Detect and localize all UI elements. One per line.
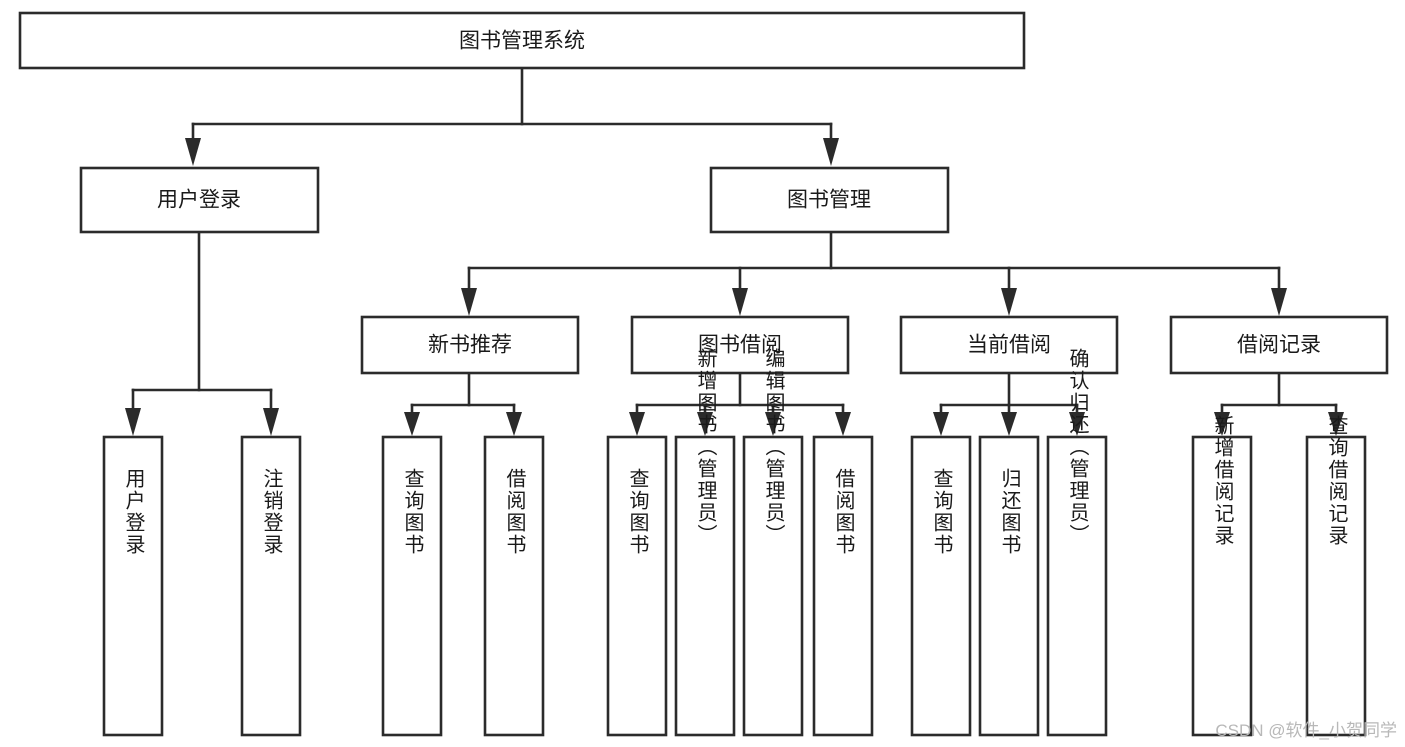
node-leaf-add-record-box[interactable] (1191, 435, 1253, 737)
node-leaf-query-record-label: 查询借阅记录 (1325, 415, 1348, 547)
edge-group-new-book-rec-leaves (404, 371, 522, 436)
node-leaf-add-book-label: 新增图书（管理员） (694, 348, 717, 546)
arrow-head-leaf-return-book (1001, 412, 1017, 436)
node-leaf-query-record[interactable]: 查询借阅记录 (1305, 415, 1367, 737)
node-leaf-edit-book-label: 编辑图书（管理员） (762, 348, 785, 546)
edge-group-current-borrow-leaves (933, 371, 1085, 436)
node-leaf-logout-box[interactable] (240, 435, 302, 737)
arrow-head-new-book-rec (461, 288, 477, 316)
arrow-head-leaf-add-record (1214, 412, 1230, 436)
node-leaf-query-book-1[interactable]: 查询图书 (381, 435, 443, 737)
node-user-login[interactable]: 用户登录 (79, 166, 320, 234)
arrow-head-leaf-logout (263, 408, 279, 436)
node-leaf-query-book-1-box[interactable] (381, 435, 443, 737)
edge-group-book-manage-to-level3 (461, 230, 1287, 316)
node-leaf-add-book-box[interactable] (674, 435, 736, 737)
node-leaf-query-book-3-label: 查询图书 (930, 468, 953, 556)
node-user-login-box[interactable] (79, 166, 320, 234)
edge-group-user-login-leaves (125, 230, 279, 436)
node-leaf-confirm-return-box[interactable] (1046, 435, 1108, 737)
node-leaf-edit-book-box[interactable] (742, 435, 804, 737)
arrow-head-leaf-query-record (1328, 412, 1344, 436)
arrow-head-book-manage (823, 138, 839, 166)
csdn-watermark: CSDN @软件_小贺同学 (1215, 721, 1397, 740)
arrow-head-leaf-query-book-1 (404, 412, 420, 436)
arrow-head-leaf-add-book (697, 412, 713, 436)
node-leaf-user-login[interactable]: 用户登录 (102, 435, 164, 737)
node-leaf-query-book-3[interactable]: 查询图书 (910, 435, 972, 737)
node-leaf-user-login-box[interactable] (102, 435, 164, 737)
node-borrow-record-box[interactable] (1169, 315, 1389, 375)
arrow-head-leaf-query-book-3 (933, 412, 949, 436)
arrow-head-leaf-borrow-book-1 (506, 412, 522, 436)
node-book-manage-label: 图书管理 (787, 189, 871, 212)
node-leaf-return-book[interactable]: 归还图书 (978, 435, 1040, 737)
node-borrow-record-label: 借阅记录 (1237, 334, 1321, 357)
arrow-head-current-borrow (1001, 288, 1017, 316)
node-new-book-rec-label: 新书推荐 (428, 334, 512, 357)
node-leaf-borrow-book-2[interactable]: 借阅图书 (812, 435, 874, 737)
node-leaf-borrow-book-2-label: 借阅图书 (832, 468, 855, 556)
node-book-borrow-label: 图书借阅 (698, 334, 782, 357)
node-leaf-return-book-label: 归还图书 (998, 468, 1021, 556)
edge-group-borrow-record-leaves (1214, 371, 1344, 436)
node-leaf-query-book-1-label: 查询图书 (401, 468, 424, 556)
arrow-head-user-login (185, 138, 201, 166)
node-leaf-query-book-3-box[interactable] (910, 435, 972, 737)
node-leaf-return-book-box[interactable] (978, 435, 1040, 737)
node-current-borrow[interactable]: 当前借阅 (899, 315, 1119, 375)
node-current-borrow-box[interactable] (899, 315, 1119, 375)
arrow-head-book-borrow (732, 288, 748, 316)
node-borrow-record[interactable]: 借阅记录 (1169, 315, 1389, 375)
node-leaf-borrow-book-1-label: 借阅图书 (503, 468, 526, 556)
node-leaf-borrow-book-1-box[interactable] (483, 435, 545, 737)
node-root[interactable]: 图书管理系统 (18, 11, 1026, 70)
node-leaf-logout[interactable]: 注销登录 (240, 435, 302, 737)
node-leaf-confirm-return-label: 确认归还（管理员） (1066, 348, 1089, 546)
node-leaf-query-book-2-label: 查询图书 (626, 468, 649, 556)
node-leaf-add-record[interactable]: 新增借阅记录 (1191, 415, 1253, 737)
arrow-head-borrow-record (1271, 288, 1287, 316)
arrow-head-leaf-borrow-book-2 (835, 412, 851, 436)
node-leaf-borrow-book-1[interactable]: 借阅图书 (483, 435, 545, 737)
edge-group-root-to-level2 (185, 66, 839, 166)
node-new-book-rec-box[interactable] (360, 315, 580, 375)
node-new-book-rec[interactable]: 新书推荐 (360, 315, 580, 375)
arrow-head-leaf-query-book-2 (629, 412, 645, 436)
node-leaf-edit-book[interactable]: 编辑图书（管理员） (742, 348, 804, 737)
arrow-head-leaf-user-login (125, 408, 141, 436)
edge-group-book-borrow-leaves (629, 371, 851, 436)
node-root-label: 图书管理系统 (459, 30, 585, 53)
node-leaf-add-book[interactable]: 新增图书（管理员） (674, 348, 736, 737)
node-leaf-confirm-return[interactable]: 确认归还（管理员） (1046, 348, 1108, 737)
node-user-login-label: 用户登录 (157, 189, 241, 212)
node-leaf-user-login-label: 用户登录 (122, 468, 145, 556)
node-leaf-query-book-2-box[interactable] (606, 435, 668, 737)
node-book-manage-box[interactable] (709, 166, 950, 234)
node-leaf-query-record-box[interactable] (1305, 435, 1367, 737)
node-leaf-query-book-2[interactable]: 查询图书 (606, 435, 668, 737)
node-current-borrow-label: 当前借阅 (967, 334, 1051, 357)
node-leaf-borrow-book-2-box[interactable] (812, 435, 874, 737)
node-book-manage[interactable]: 图书管理 (709, 166, 950, 234)
node-root-box[interactable] (18, 11, 1026, 70)
node-book-borrow-box[interactable] (630, 315, 850, 375)
node-leaf-add-record-label: 新增借阅记录 (1211, 415, 1234, 547)
arrow-head-leaf-confirm-return (1069, 412, 1085, 436)
node-leaf-logout-label: 注销登录 (260, 468, 283, 556)
arrow-head-leaf-edit-book (765, 412, 781, 436)
node-book-borrow[interactable]: 图书借阅 (630, 315, 850, 375)
